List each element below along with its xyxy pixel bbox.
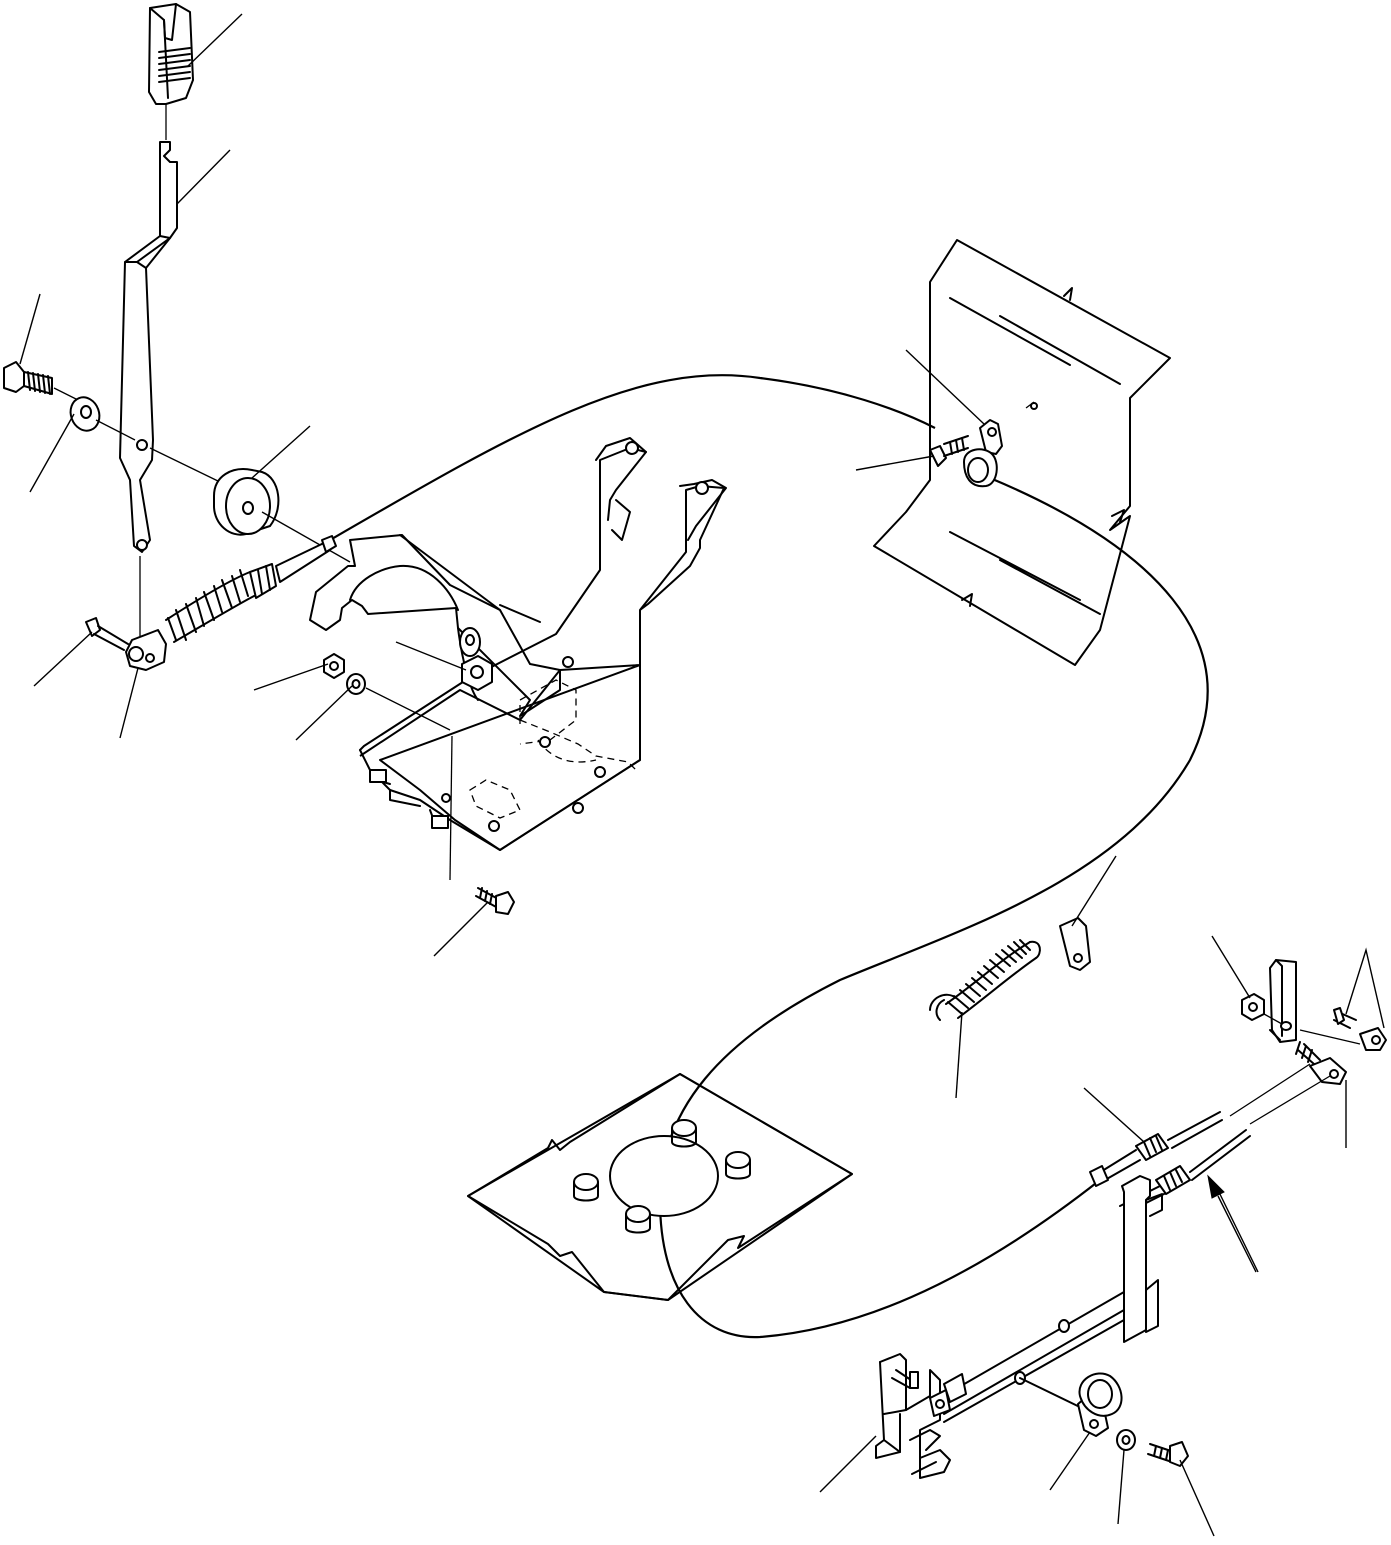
cable-bellows — [166, 536, 336, 642]
mounting-bracket — [310, 438, 726, 850]
pivot-bolt — [4, 362, 52, 394]
pump-bracket — [1270, 960, 1296, 1042]
flat-washer — [66, 393, 104, 435]
clevis-pin — [86, 618, 128, 650]
floor-plate-boss — [626, 1206, 650, 1233]
bracket-clamp — [1078, 1373, 1122, 1436]
washer — [347, 674, 365, 694]
cable-support-bracket — [940, 1176, 1162, 1422]
floor-plate-boss — [672, 1120, 696, 1147]
bracket-nut — [462, 656, 492, 690]
mounting-bolt — [1148, 1442, 1188, 1466]
cable-clevis — [126, 630, 166, 670]
rubber-spacer — [214, 469, 278, 535]
pump-lever-clevis — [1334, 1008, 1386, 1050]
spring-hook-plate — [1060, 918, 1090, 970]
control-cable — [330, 375, 1208, 1337]
cable-clamp — [964, 420, 1002, 486]
pump-mount-bracket — [876, 1354, 966, 1478]
clamp-washer — [1117, 1430, 1135, 1450]
control-knob — [149, 4, 193, 104]
direction-arrow — [1208, 1176, 1256, 1272]
control-lever — [120, 142, 177, 552]
floor-plate — [468, 1074, 852, 1300]
bracket-nut-right — [1242, 994, 1264, 1020]
injection-pump-lever — [1296, 1042, 1346, 1084]
floor-plate-boss — [726, 1152, 750, 1179]
cable-end-fitting — [1090, 1112, 1222, 1186]
bracket-boss — [460, 628, 480, 656]
floor-plate-boss — [574, 1174, 598, 1201]
leader-lines — [20, 14, 1384, 1536]
cab-panel — [874, 240, 1170, 665]
clamp-bolt — [930, 436, 968, 466]
return-spring — [930, 940, 1040, 1020]
nut — [324, 654, 344, 678]
bracket-bolt — [476, 888, 514, 914]
